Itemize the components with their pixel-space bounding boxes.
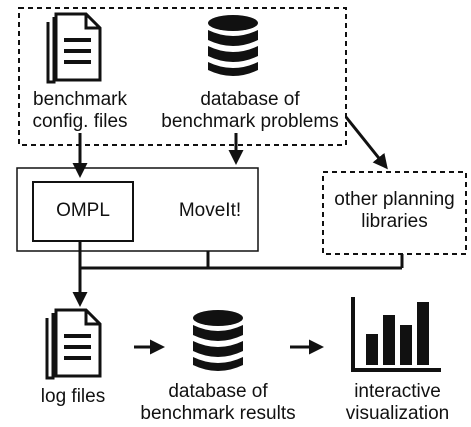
other-libraries-label-line1: other planning [334,189,455,210]
problem-db-label-line2: benchmark problems [161,111,339,132]
results-db-label-line2: benchmark results [140,403,296,424]
config-files-label: benchmark config. files [25,89,135,133]
results-db-label-line1: database of [168,381,268,402]
config-files-label-line2: config. files [32,111,128,132]
visualization-label-line1: interactive [354,381,441,402]
ompl-label: OMPL [56,200,110,221]
results-database-icon [193,310,243,371]
problem-db-label-line1: database of [200,89,300,110]
results-db-label: database of benchmark results [133,381,303,425]
log-files-label: log files [40,386,106,407]
visualization-bar-chart-icon [351,297,441,372]
log-files-document-icon [45,308,102,380]
visualization-label: interactive visualization [330,381,465,425]
other-libraries-label-line2: libraries [361,211,428,232]
config-files-document-icon [46,12,102,84]
problem-db-label: database of benchmark problems [160,89,340,133]
moveit-label: MoveIt! [178,200,242,221]
problem-database-icon [208,15,258,76]
inputs-dashed-box [18,7,347,146]
config-files-label-line1: benchmark [33,89,127,110]
moveit-box [16,167,259,252]
other-libraries-dashed-box [322,171,467,255]
ompl-box [32,181,134,242]
visualization-label-line2: visualization [345,403,450,424]
other-libraries-label: other planning libraries [323,189,466,233]
arrow-problems-to-other [344,116,388,170]
